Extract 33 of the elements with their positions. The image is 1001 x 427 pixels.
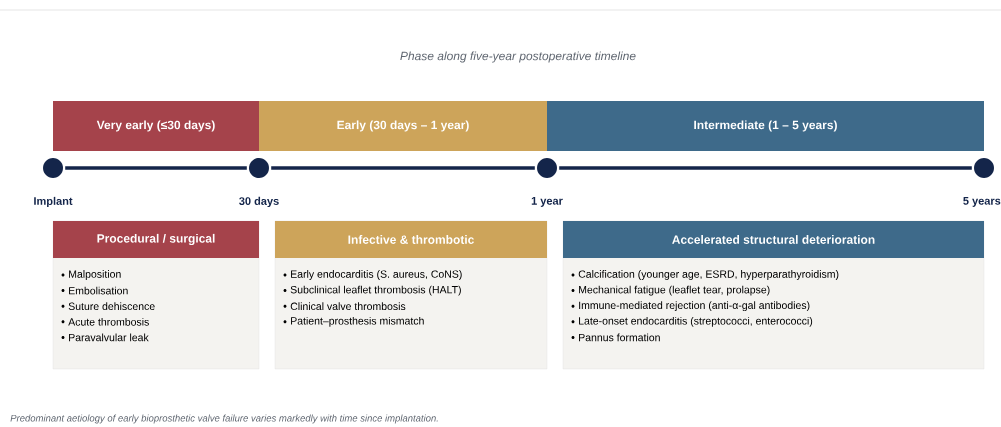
bullet-item: Early endocarditis (S. aureus, CoNS) (283, 270, 462, 280)
bullet-item: Late-onset endocarditis (streptococci, enterococci) (571, 316, 813, 327)
card-header: Procedural / surgical (53, 221, 259, 258)
bullet-item: Clinical valve thrombosis (283, 302, 406, 311)
timeline-dot (537, 158, 557, 178)
bullet-item: Suture dehiscence (61, 302, 155, 311)
bullet-item: Paravalvular leak (61, 333, 149, 342)
bullet-item: Embolisation (61, 286, 128, 295)
title: Phase along five-year postoperative timeline (400, 51, 636, 63)
timeline-segment (65, 166, 247, 170)
bullet-item: Mechanical fatigue (leaflet tear, prolapse) (571, 285, 770, 296)
caption: Predominant aetiology of early bioprosthetic valve failure varies markedly with time since implantation. (10, 414, 438, 424)
timeline-dot (249, 158, 269, 178)
bullet-item: Acute thrombosis (61, 317, 149, 326)
bullet-item: Pannus formation (571, 333, 660, 342)
timeline-segment (271, 166, 535, 170)
timeline-label: 1 year (531, 197, 563, 207)
timeline-dot (974, 158, 994, 178)
timeline-label: Implant (34, 196, 73, 208)
phase-band: Intermediate (1 – 5 years) (547, 101, 984, 151)
bullet-item: Immune-mediated rejection (anti-α-gal antibodies) (571, 301, 810, 312)
timeline-label: 5 years (963, 197, 1001, 207)
bullet-item: Patient–prosthesis mismatch (283, 316, 424, 327)
timeline-label: 30 days (239, 196, 279, 208)
phase-band: Very early (≤30 days) (53, 101, 259, 151)
card-header: Infective & thrombotic (275, 221, 547, 258)
timeline-dot (43, 158, 63, 178)
bullet-item: Subclinical leaflet thrombosis (HALT) (283, 285, 461, 296)
timeline-segment (559, 166, 972, 170)
bullet-item: Calcification (younger age, ESRD, hyperparathyroidism) (571, 270, 839, 280)
card-header: Accelerated structural deterioration (563, 221, 984, 258)
bullet-item: Malposition (61, 270, 121, 280)
phase-band: Early (30 days – 1 year) (259, 101, 547, 151)
